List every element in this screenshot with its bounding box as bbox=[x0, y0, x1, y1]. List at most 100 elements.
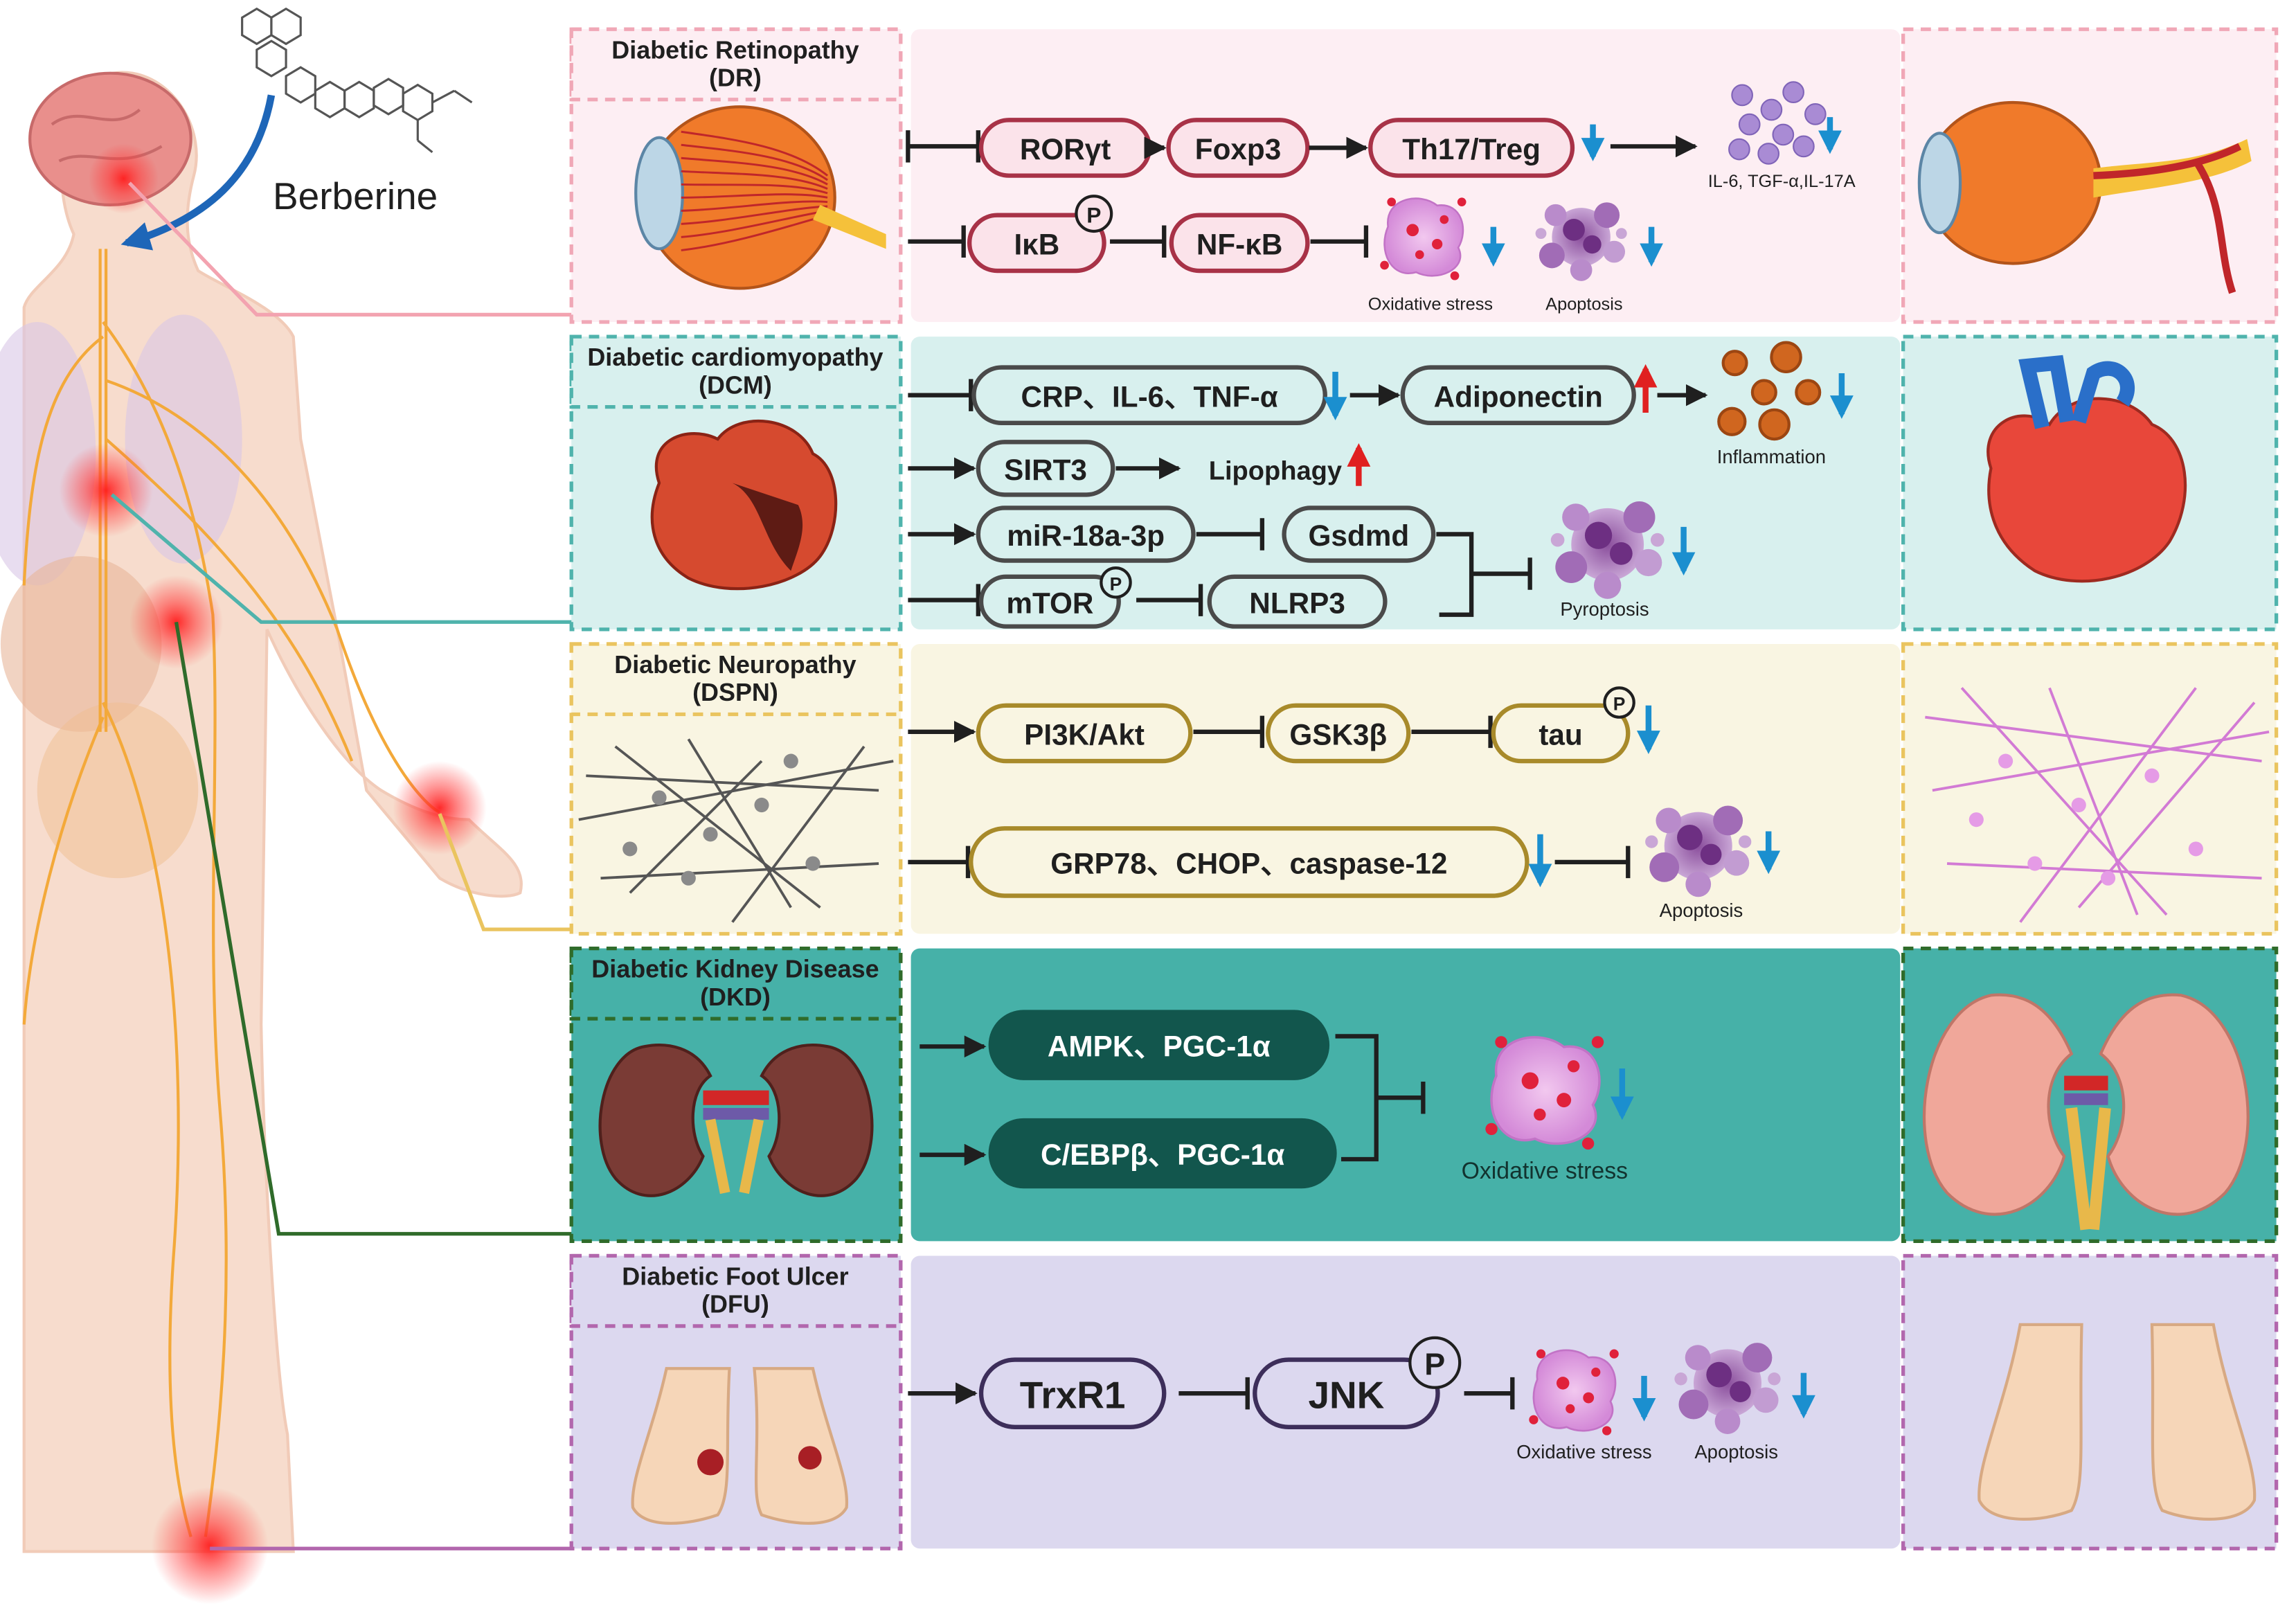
dcm-label-lipophagy: Lipophagy bbox=[1209, 457, 1342, 486]
dfu-pill-jnk bbox=[1253, 1357, 1440, 1429]
human-body-figure bbox=[0, 71, 523, 1604]
dr-blood-vessel bbox=[681, 183, 828, 195]
dspn-title-box bbox=[569, 642, 903, 717]
dfu-phospho-jnk bbox=[1408, 1336, 1462, 1389]
dr-optic-nerve bbox=[812, 204, 886, 249]
dcm-label-inflammation: Inflammation bbox=[1717, 446, 1826, 467]
dcm-pill-gsdmd-label: Gsdmd bbox=[1309, 519, 1410, 552]
dr-pill-nfkb bbox=[1169, 213, 1310, 274]
dspn-pill-gsk3b bbox=[1266, 703, 1411, 764]
dr-blood-vessel bbox=[681, 200, 828, 212]
dspn-phospho-tau bbox=[1603, 686, 1635, 719]
dspn-healthy-neuron bbox=[1968, 812, 1984, 828]
dr-blood-vessel bbox=[681, 130, 829, 177]
dfu-label-oxidative: Oxidative stress bbox=[1516, 1441, 1651, 1463]
dcm-inflammation-particle bbox=[1795, 379, 1822, 406]
dkd-damaged-kidney-right bbox=[760, 1044, 874, 1197]
dcm-pill-gsdmd bbox=[1282, 506, 1436, 563]
dcm-phospho-mtor bbox=[1100, 566, 1132, 599]
dcm-pill-sirt3 bbox=[976, 440, 1115, 497]
dspn-pill-pi3k-akt-label: PI3K/Akt bbox=[1024, 719, 1145, 751]
dr-blood-vessel bbox=[681, 170, 828, 190]
hand-hotspot bbox=[393, 761, 487, 855]
dr-oxidative-stress-icon bbox=[1379, 197, 1467, 281]
dspn-healthy-neuron bbox=[2144, 768, 2160, 783]
dr-title: Diabetic Retinopathy bbox=[611, 35, 859, 64]
dr-title-box bbox=[569, 27, 903, 102]
dr-abbrev: (DR) bbox=[709, 64, 762, 92]
dspn-pill-tau-label: tau bbox=[1539, 719, 1582, 751]
dkd-label-oxidative: Oxidative stress bbox=[1462, 1158, 1628, 1184]
dspn-pill-tau bbox=[1491, 703, 1631, 764]
dkd-renal-artery bbox=[703, 1090, 769, 1105]
dspn-title: Diabetic Neuropathy bbox=[614, 650, 856, 679]
dcm-inflammation-particle bbox=[1758, 408, 1791, 441]
drug-delivery-arrow bbox=[120, 94, 276, 251]
dkd-healthy-ureters bbox=[2065, 1107, 2111, 1231]
dkd-renal-vein bbox=[703, 1108, 769, 1120]
dkd-healthy-renal-artery bbox=[2064, 1075, 2108, 1091]
dspn-damaged-neuron bbox=[652, 790, 667, 805]
dfu-title: Diabetic Foot Ulcer bbox=[622, 1262, 848, 1291]
dspn-pill-grp78-chop-caspase12-label: GRP78、CHOP、caspase-12 bbox=[1050, 848, 1447, 880]
dspn-damaged-neuron bbox=[622, 841, 638, 857]
dfu-healthy-foot-right bbox=[2150, 1323, 2257, 1521]
dkd-healthy-kidney-left bbox=[1922, 993, 2074, 1216]
dcm-pill-mir-18a-3p bbox=[976, 506, 1196, 563]
dr-pill-ikb-label: IκB bbox=[1014, 228, 1059, 260]
dr-cytokine-particle bbox=[1731, 84, 1753, 107]
dcm-pill-crp-il6-tnfa-label: CRP、IL-6、TNF-α bbox=[1021, 380, 1278, 413]
dfu-ulcer-wound-right bbox=[798, 1446, 822, 1470]
dspn-damaged-neuron bbox=[703, 827, 718, 842]
dfu-pill-trxr1-label: TrxR1 bbox=[1020, 1373, 1126, 1416]
dcm-inflammation-particle bbox=[1770, 341, 1802, 373]
dfu-phospho-jnk-label: P bbox=[1424, 1346, 1445, 1381]
dspn-healthy-nerve-fiber bbox=[2048, 687, 2139, 915]
dr-eye-lens bbox=[634, 136, 684, 251]
dspn-pill-grp78-chop-caspase12 bbox=[969, 826, 1530, 898]
dspn-damaged-nerve-fiber bbox=[629, 760, 763, 894]
dkd-title-box bbox=[569, 946, 903, 1021]
dcm-phospho-mtor-label: P bbox=[1110, 573, 1122, 594]
dr-pill-nfkb-label: NF-κB bbox=[1196, 228, 1283, 260]
dkd-ureters bbox=[705, 1118, 764, 1195]
dspn-pill-pi3k-akt bbox=[976, 703, 1193, 764]
dspn-healthy-neuron bbox=[2071, 797, 2086, 813]
dspn-damaged-nerve-fiber bbox=[578, 760, 894, 821]
dr-cytokine-particle bbox=[1772, 123, 1795, 146]
dcm-healthy-heart-illustration bbox=[1986, 397, 2187, 583]
dcm-healthy-heart-vessels bbox=[2018, 355, 2135, 429]
dr-pill-ikb bbox=[967, 213, 1106, 274]
dspn-healthy-neuron bbox=[2100, 870, 2116, 886]
dkd-pill-ampk-pgc1a bbox=[988, 1010, 1330, 1080]
dr-blood-vessel bbox=[681, 143, 828, 181]
dcm-label-pyroptosis: Pyroptosis bbox=[1560, 598, 1649, 620]
dcm-pill-adiponectin bbox=[1400, 365, 1636, 426]
dr-pill-rorgt-label: RORγt bbox=[1020, 133, 1111, 166]
dcm-abbrev: (DCM) bbox=[699, 370, 772, 399]
dkd-title: Diabetic Kidney Disease bbox=[591, 955, 879, 983]
organ-connectors bbox=[110, 181, 575, 1550]
dspn-abbrev: (DSPN) bbox=[692, 678, 778, 706]
dr-blood-vessel bbox=[681, 156, 828, 186]
dspn-healthy-nerve-fiber bbox=[1932, 730, 2270, 792]
dcm-heart-lesion bbox=[732, 483, 803, 571]
dcm-pill-nlrp3 bbox=[1207, 574, 1388, 629]
dcm-title-box bbox=[569, 334, 903, 409]
dspn-damaged-neuron bbox=[783, 753, 798, 769]
dcm-inflammation-particle bbox=[1750, 379, 1777, 406]
dr-cytokine-particle bbox=[1728, 138, 1750, 161]
dspn-phospho-tau-label: P bbox=[1613, 694, 1626, 715]
dr-label-cytokines: IL-6, TGF-α,IL-17A bbox=[1708, 172, 1856, 191]
dkd-pill-cebpb-pgc1a-label: C/EBPβ、PGC-1α bbox=[1041, 1138, 1284, 1171]
dr-phospho-ikb bbox=[1075, 195, 1113, 233]
dspn-healthy-neuron bbox=[2027, 856, 2043, 871]
dfu-pill-trxr1 bbox=[978, 1357, 1167, 1429]
dcm-pill-mtor-label: mTOR bbox=[1006, 587, 1093, 619]
berberine-molecule bbox=[241, 7, 473, 154]
dspn-label-apoptosis: Apoptosis bbox=[1660, 900, 1743, 921]
dfu-oxidative-stress-icon bbox=[1528, 1348, 1620, 1437]
dcm-diseased-heart-illustration bbox=[650, 419, 838, 591]
dkd-healthy-kidney-right bbox=[2099, 993, 2250, 1216]
